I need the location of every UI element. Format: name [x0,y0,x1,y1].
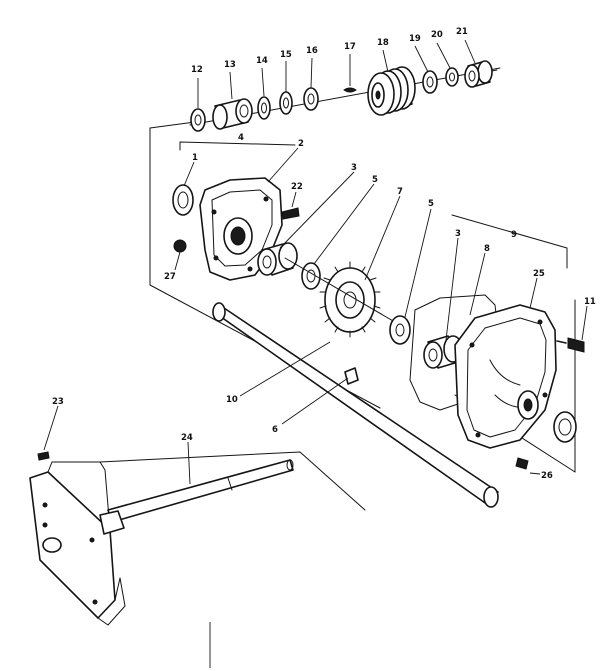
right-housing-assembly [389,294,585,470]
callout-labels: 12 13 14 15 16 17 18 19 20 21 4 2 1 22 3… [52,27,596,481]
callout-17: 17 [344,42,356,52]
callout-8: 8 [484,244,490,254]
callout-14: 14 [256,56,268,66]
callout-4: 4 [238,133,244,143]
washer-16 [303,87,319,111]
washer-5-left [301,262,321,290]
washer-19 [422,70,438,94]
shaft-24 [99,459,294,535]
callout-16: 16 [306,46,318,56]
bearing-right [553,411,577,443]
callout-22: 22 [291,182,303,192]
washer-20 [445,67,459,87]
gear-7 [319,261,381,338]
callout-6: 6 [272,425,278,435]
nut-27 [173,239,187,253]
key-6 [344,367,359,385]
bushing-21 [464,60,493,88]
callout-12: 12 [191,65,203,75]
washer-14 [257,96,271,120]
callout-5-left: 5 [372,175,378,185]
callout-13: 13 [224,60,236,70]
key-17 [343,87,357,93]
callout-27: 27 [164,272,176,282]
worm-gear-18 [367,66,416,116]
bushing-13 [212,98,253,130]
bolt-11 [567,337,585,353]
callout-5-right: 5 [428,199,434,209]
callout-15: 15 [280,50,292,60]
callout-23: 23 [52,397,64,407]
callout-3-right: 3 [455,229,461,239]
bolt-26 [515,457,529,470]
callout-21: 21 [456,27,468,37]
bearing-1 [172,184,194,216]
bottom-bracket-assembly [29,451,294,668]
washer-12 [190,108,206,132]
callout-26: 26 [541,471,553,481]
long-shaft-10 [212,302,499,508]
callout-2: 2 [298,139,304,149]
pin-23 [37,451,50,461]
upper-shaft-assembly [189,60,501,132]
washer-15 [279,91,293,115]
callout-24: 24 [181,433,193,443]
middle-gear-assembly [257,242,401,338]
callout-20: 20 [431,30,443,40]
washer-5-right [389,315,411,345]
callout-1: 1 [192,153,198,163]
callout-7: 7 [397,187,403,197]
callout-11: 11 [584,297,596,307]
callout-18: 18 [377,38,389,48]
callout-19: 19 [409,34,421,44]
callout-10: 10 [226,395,238,405]
screw-22 [281,207,300,220]
callout-9: 9 [511,230,517,240]
callout-3-left: 3 [351,163,357,173]
callout-25: 25 [533,269,545,279]
leader-lines [43,39,588,485]
